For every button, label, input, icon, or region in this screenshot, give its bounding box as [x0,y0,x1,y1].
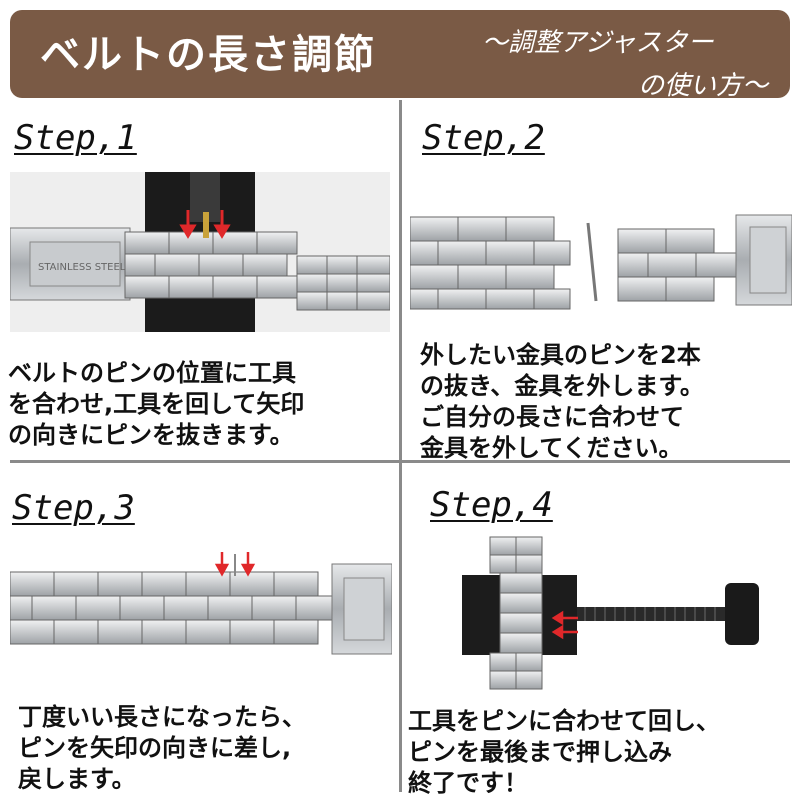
page-subtitle-line2: の使い方～ [637,71,768,101]
step2-description: 外したい金具のピンを2本 の抜き、金具を外します。 ご自分の長さに合わせて 金具… [420,340,704,464]
step3-line: 丁度いい長さになったら、 [18,703,306,731]
step2-photo [410,205,792,315]
step3-description: 丁度いい長さになったら、 ピンを矢印の向きに差し, 戻します。 [18,702,306,795]
step2-line: の抜き、金具を外します。 [420,372,704,400]
step4-line: ピンを最後まで押し込み [408,738,672,766]
step1-photo: STAINLESS STEEL [10,172,390,332]
step2-title: Step,2 [422,118,545,158]
step4-title: Step,4 [430,485,553,525]
step1-title: Step,1 [14,118,137,158]
page-subtitle-line1: ～調整アジャスター [482,28,714,58]
step4-description: 工具をピンに合わせて回し、 ピンを最後まで押し込み 終了です！ [408,706,720,799]
step1-line: を合わせ,工具を回して矢印 [8,390,305,418]
step2-line: 金具を外してください。 [420,434,683,462]
step1-line: の向きにピンを抜きます。 [8,421,294,449]
step1-description: ベルトのピンの位置に工具 を合わせ,工具を回して矢印 の向きにピンを抜きます。 [8,358,304,451]
step1-line: ベルトのピンの位置に工具 [8,359,296,387]
step3-title: Step,3 [12,488,135,528]
page-title: ベルトの長さ調節 [40,32,376,78]
step3-line: 戻します。 [18,765,136,793]
horizontal-divider [10,460,790,463]
step3-photo [10,550,392,665]
step4-line: 工具をピンに合わせて回し、 [408,707,720,735]
step2-line: 外したい金具のピンを2本 [420,341,701,369]
step3-line: ピンを矢印の向きに差し, [18,734,292,762]
step4-photo [460,535,780,695]
header-banner: ベルトの長さ調節 ～調整アジャスター の使い方～ [10,10,790,101]
vertical-divider [399,100,402,792]
step2-line: ご自分の長さに合わせて [420,403,684,431]
step4-line: 終了です！ [408,769,528,797]
clasp-engraving: STAINLESS STEEL [38,262,126,273]
